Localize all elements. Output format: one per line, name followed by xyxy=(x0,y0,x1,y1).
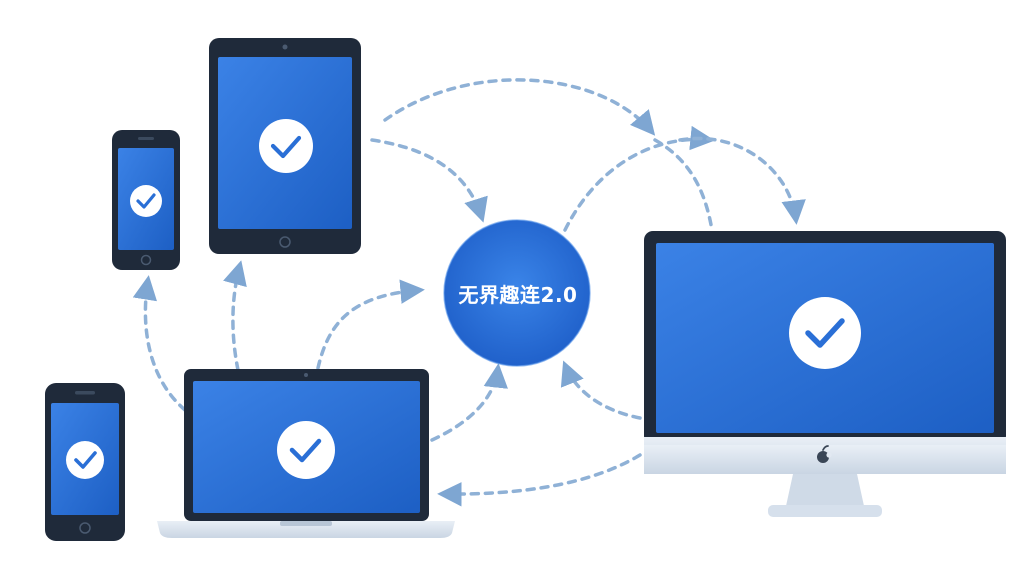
arrow-desktop-to-laptop xyxy=(437,453,642,507)
arrow-tablet-to-desktop xyxy=(383,78,656,136)
arrow-laptop-to-hub-low xyxy=(430,363,508,442)
hub-title: 无界趣连2.0 xyxy=(458,283,578,307)
device-phone-small xyxy=(112,130,180,270)
check-circle-icon xyxy=(130,185,162,217)
device-laptop xyxy=(157,369,455,538)
arrow-desktop-to-hub-right xyxy=(560,360,642,420)
arrow-desktop-arc xyxy=(678,136,806,225)
device-phone xyxy=(45,383,125,541)
device-tablet xyxy=(209,38,361,254)
connection-arrows xyxy=(132,78,806,507)
arrow-laptop-to-phone-small xyxy=(132,275,187,412)
check-circle-icon xyxy=(66,441,104,479)
arrow-laptop-to-hub xyxy=(316,279,425,370)
arrow-tablet-to-hub xyxy=(370,138,488,223)
check-circle-icon xyxy=(259,119,313,173)
device-desktop-monitor xyxy=(644,231,1006,517)
check-circle-icon xyxy=(789,297,861,369)
apple-logo-icon xyxy=(817,445,832,463)
arrow-desktop-to-hub-top xyxy=(563,125,715,232)
hub-circle xyxy=(443,219,591,367)
check-circle-icon xyxy=(277,421,335,479)
arrow-desktop-down xyxy=(653,138,714,232)
arrow-laptop-to-tablet xyxy=(223,260,247,372)
